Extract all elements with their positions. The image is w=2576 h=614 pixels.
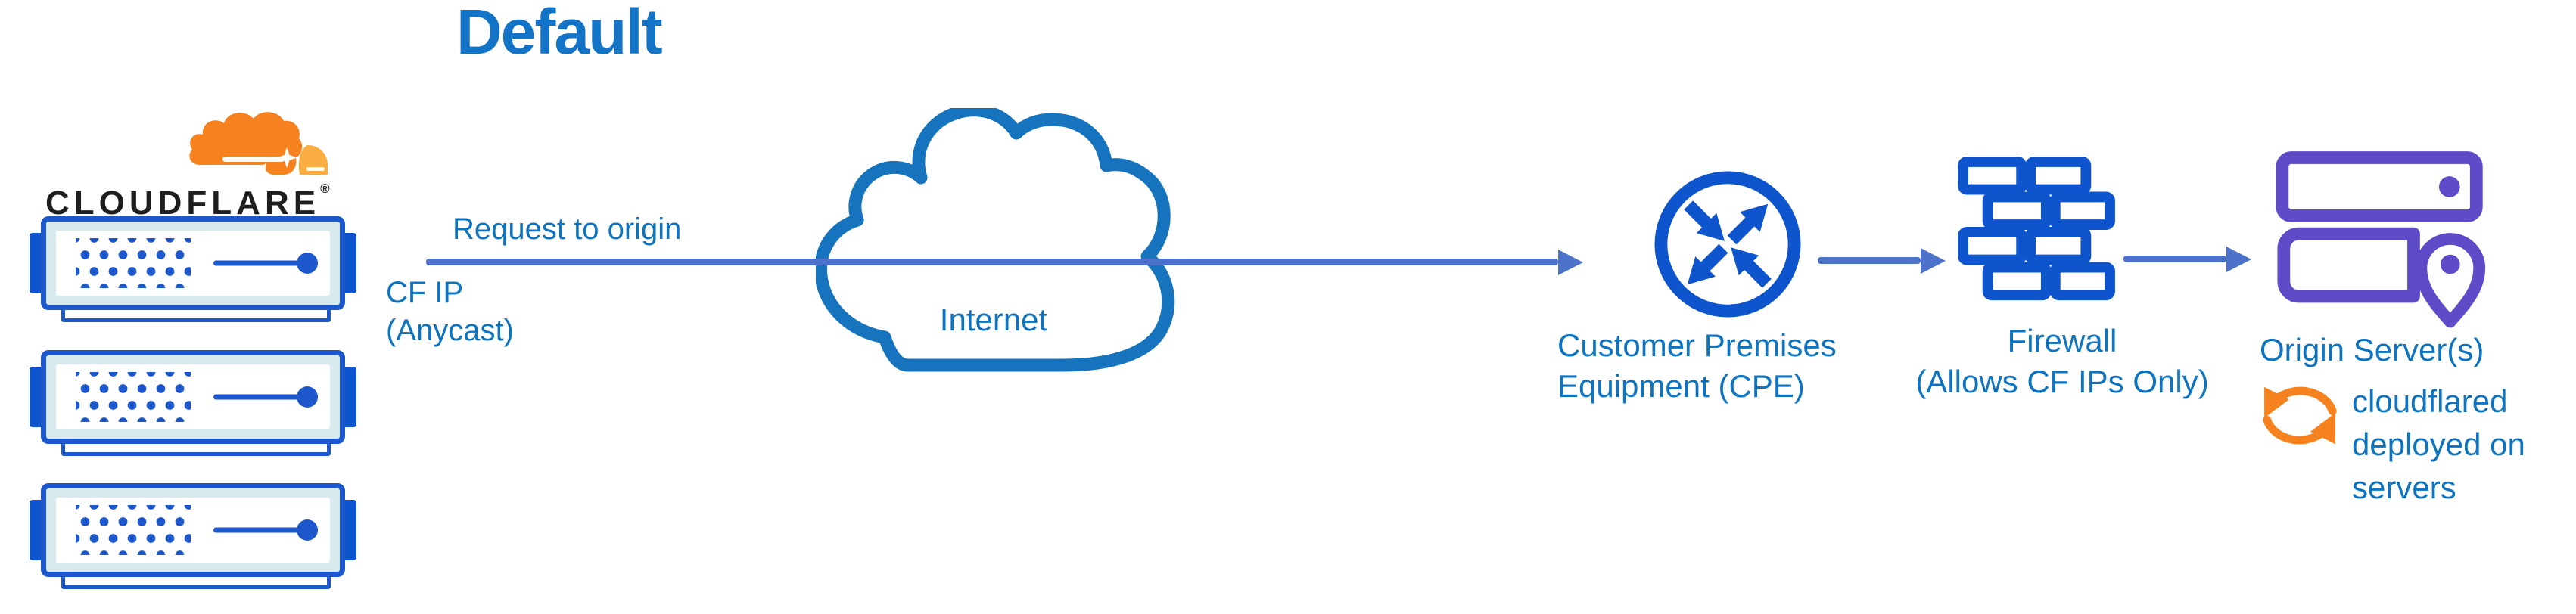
cloudflared-note-line2: deployed on <box>2352 426 2525 462</box>
cloudflared-note: cloudflared deployed on servers <box>2352 380 2525 509</box>
server-panel <box>56 231 330 296</box>
server-body <box>41 350 345 444</box>
origin-servers-location-icon <box>2276 151 2486 328</box>
firewall-label-line2: (Allows CF IPs Only) <box>1915 364 2209 399</box>
cloudflare-cloud-logo-icon <box>189 112 328 175</box>
server-panel <box>56 498 330 563</box>
cpe-label: Customer Premises Equipment (CPE) <box>1557 325 1837 407</box>
server-slot-line <box>213 527 307 533</box>
anycast-line: (Anycast) <box>386 314 514 347</box>
edge-server-icon <box>20 350 366 456</box>
request-flow-arrow <box>426 259 1558 265</box>
firewall-to-origin-arrow <box>2123 256 2226 262</box>
server-body <box>41 216 345 310</box>
request-to-origin-label: Request to origin <box>453 212 682 246</box>
server-dot-matrix <box>76 238 191 288</box>
firewall-label: Firewall (Allows CF IPs Only) <box>1896 321 2229 402</box>
cpe-to-firewall-arrow <box>1818 257 1921 264</box>
server-slot-line <box>213 260 307 266</box>
edge-server-icon <box>20 216 366 322</box>
cpe-label-line2: Equipment (CPE) <box>1557 368 1805 404</box>
cloudflare-wordmark: CLOUDFLARE® <box>45 181 330 222</box>
server-dot-matrix <box>76 505 191 555</box>
internet-label: Internet <box>939 302 1048 337</box>
firewall-label-line1: Firewall <box>2007 323 2117 358</box>
server-slot-line <box>213 394 307 400</box>
server-dot-matrix <box>76 372 191 422</box>
edge-server-icon <box>20 483 366 589</box>
server-body <box>41 483 345 577</box>
cloudflared-note-line1: cloudflared <box>2352 383 2508 419</box>
server-power-dot <box>297 253 318 274</box>
server-power-dot <box>297 519 318 541</box>
page-title: Default <box>456 0 663 67</box>
cf-ip-anycast-label: CF IP (Anycast) <box>386 274 514 349</box>
cloudflared-note-line3: servers <box>2352 470 2456 505</box>
origin-servers-label: Origin Server(s) <box>2260 332 2484 367</box>
server-panel <box>56 364 330 429</box>
sync-arrows-icon <box>2263 386 2337 445</box>
cloudflare-wordmark-text: CLOUDFLARE <box>45 185 321 222</box>
brick-wall-icon <box>1958 156 2115 301</box>
router-crossed-arrows-icon <box>1654 171 1801 318</box>
server-power-dot <box>297 386 318 408</box>
cf-ip-line: CF IP <box>386 276 464 309</box>
cpe-label-line1: Customer Premises <box>1557 327 1837 363</box>
registered-mark: ® <box>320 181 330 196</box>
